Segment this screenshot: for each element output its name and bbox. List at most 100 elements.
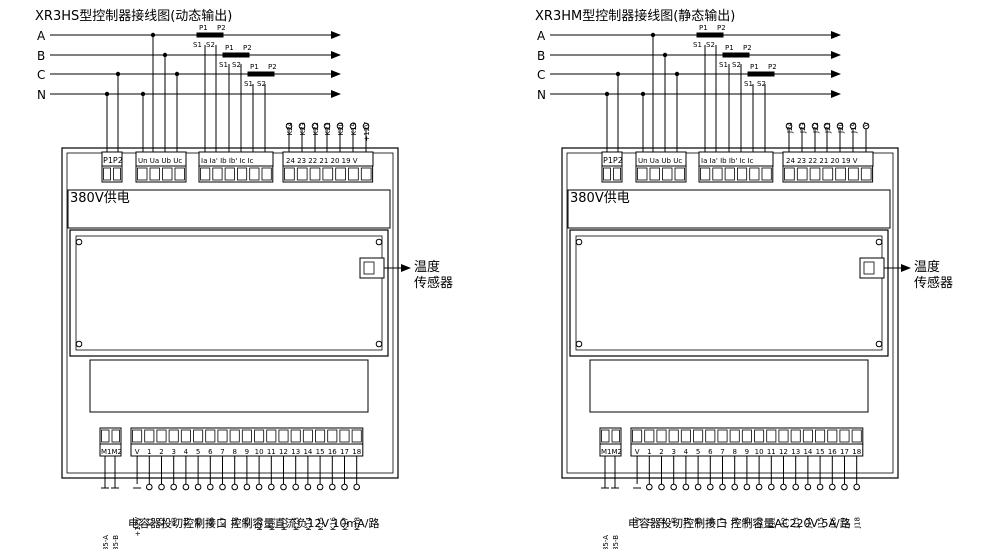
bottom-wire-ring-5 xyxy=(694,483,702,491)
sensor-label-line1: 温度 xyxy=(914,259,940,275)
bottom-wire-ring-3 xyxy=(670,483,678,491)
bottom-terminals-slot-5 xyxy=(193,429,204,443)
top-output-terminals-slot-3 xyxy=(822,167,834,181)
phase-tap-dot-2 xyxy=(640,91,646,97)
bottom-terminal-label-10: 10 xyxy=(255,448,264,456)
current-labels: Ia Ia' Ib Ib' Ic Ic xyxy=(201,157,254,165)
bottom-wire-label-17: K17 xyxy=(342,517,350,531)
bottom-wire-label-1: J1 xyxy=(646,517,654,525)
bottom-wire-ring-13 xyxy=(792,483,800,491)
display-window xyxy=(569,229,889,357)
phase-label-C: C xyxy=(37,68,45,82)
bottom-wire-ring-2 xyxy=(658,483,665,491)
phase-tap-dot-3 xyxy=(150,32,156,38)
diagram-title: XR3HS型控制器接线图(动态输出) xyxy=(35,8,232,24)
voltage-labels: Un Ua Ub Uc xyxy=(638,157,682,165)
bottom-terminals-slot-14 xyxy=(302,429,313,443)
bottom-terminals-slot-6 xyxy=(205,429,216,443)
bottom-terminal-label-16: 16 xyxy=(828,448,837,456)
bottom-terminals-slot-9 xyxy=(241,429,252,443)
phase-label-N: N xyxy=(37,88,46,102)
bottom-wire-label-12: K12 xyxy=(281,517,289,531)
bottom-terminal-label-0: V xyxy=(135,448,140,456)
voltage-terminals-slot-1 xyxy=(149,167,160,181)
top-output-wire-label-0: K24 xyxy=(286,121,294,135)
rs485-label-box xyxy=(599,443,622,457)
bottom-wire-ring-11 xyxy=(268,483,275,491)
top-output-terminals-slot-2 xyxy=(809,167,821,181)
bottom-wire-ring-1 xyxy=(146,483,153,491)
ct-p1-label: P1 xyxy=(750,63,759,71)
voltage-labels: Un Ua Ub Uc xyxy=(138,157,182,165)
bottom-wire-label-7: J7 xyxy=(720,517,728,525)
top-output-terminals-slot-0 xyxy=(784,167,795,181)
bottom-wire-label-18: J18 xyxy=(854,517,862,529)
current-terminals-frame xyxy=(198,165,274,183)
bottom-terminals-slot-6 xyxy=(705,429,716,443)
phase-tap-dot-5 xyxy=(674,71,680,77)
rs485-label-box xyxy=(99,443,122,457)
top-output-wire-label-6: V xyxy=(863,122,871,127)
bottom-wire-label-1: K1 xyxy=(146,517,154,526)
top-output-ring-2 xyxy=(311,122,319,130)
ct-p2-label: P2 xyxy=(217,24,226,32)
rs485-wire-label-1: RS485-B xyxy=(612,535,620,549)
voltage-terminals-frame xyxy=(635,165,687,183)
ct-2 xyxy=(247,71,275,77)
top-output-ring-1 xyxy=(798,122,806,130)
bottom-wire-label-4: K4 xyxy=(183,516,191,526)
current-terminals-slot-3 xyxy=(737,167,748,181)
top-output-terminals-frame xyxy=(782,165,874,183)
top-left-terminals-frame xyxy=(601,165,623,183)
ct-0 xyxy=(696,32,724,38)
top-output-terminals-slot-6 xyxy=(860,167,872,181)
bottom-wire-ring-7 xyxy=(219,483,226,491)
bottom-wire-ring-9 xyxy=(743,483,751,491)
bottom-wire-label-14: J14 xyxy=(805,516,813,529)
phase-tap-dot-0 xyxy=(104,91,110,97)
interface-note: 电容器投切控制接口 控制容量直流负12V 10mA/路 xyxy=(128,516,379,530)
phase-label-A: A xyxy=(537,29,546,43)
ct-1 xyxy=(222,52,250,58)
bottom-wire-label-16: K16 xyxy=(329,516,337,530)
current-terminals-slot-4 xyxy=(249,167,260,181)
bottom-wire-label-17: J17 xyxy=(842,517,850,529)
bottom-wire-label-15: K15 xyxy=(317,517,325,531)
bottom-wire-ring-15 xyxy=(816,483,824,491)
current-terminals-slot-0 xyxy=(200,167,211,181)
phase-label-N: N xyxy=(537,88,546,102)
bottom-terminal-label-4: 4 xyxy=(684,448,689,456)
bottom-terminal-label-17: 17 xyxy=(840,448,849,456)
bottom-wire-ring-6 xyxy=(207,483,214,491)
ct-p1-label: P1 xyxy=(725,44,734,52)
bottom-terminal-label-12: 12 xyxy=(779,448,788,456)
ct-p1-label: P1 xyxy=(199,24,208,32)
top-output-ring-1 xyxy=(298,122,306,130)
bottom-terminal-label-7: 7 xyxy=(720,448,724,456)
bottom-wire-label-6: K6 xyxy=(207,516,215,526)
top-output-wire-label-5: J19 xyxy=(850,122,858,134)
bottom-terminals-slot-2 xyxy=(156,429,167,443)
bottom-terminal-label-11: 11 xyxy=(767,448,776,456)
bottom-wire-ring-11 xyxy=(768,483,775,491)
bottom-terminals-slot-4 xyxy=(180,429,191,443)
bottom-terminals-slot-13 xyxy=(290,429,301,443)
current-terminals-slot-2 xyxy=(724,167,735,181)
sensor-port-inner xyxy=(863,261,875,275)
bottom-terminal-label-17: 17 xyxy=(340,448,349,456)
bottom-wire-label-5: J5 xyxy=(695,517,703,525)
current-terminals-frame xyxy=(698,165,774,183)
top-left-terminals-slot-1 xyxy=(613,167,621,181)
bottom-terminal-label-5: 5 xyxy=(696,448,700,456)
bottom-terminal-label-16: 16 xyxy=(328,448,337,456)
top-output-ring-6 xyxy=(362,122,370,130)
display-screw-0 xyxy=(575,238,583,246)
ct-s1-label: S1 xyxy=(693,41,702,49)
bottom-terminals-slot-4 xyxy=(680,429,691,443)
bottom-terminals-slot-7 xyxy=(717,429,728,443)
phase-label-A: A xyxy=(37,29,46,43)
rs485-labels: M1M2 xyxy=(601,448,622,456)
bottom-terminals-slot-14 xyxy=(802,429,813,443)
